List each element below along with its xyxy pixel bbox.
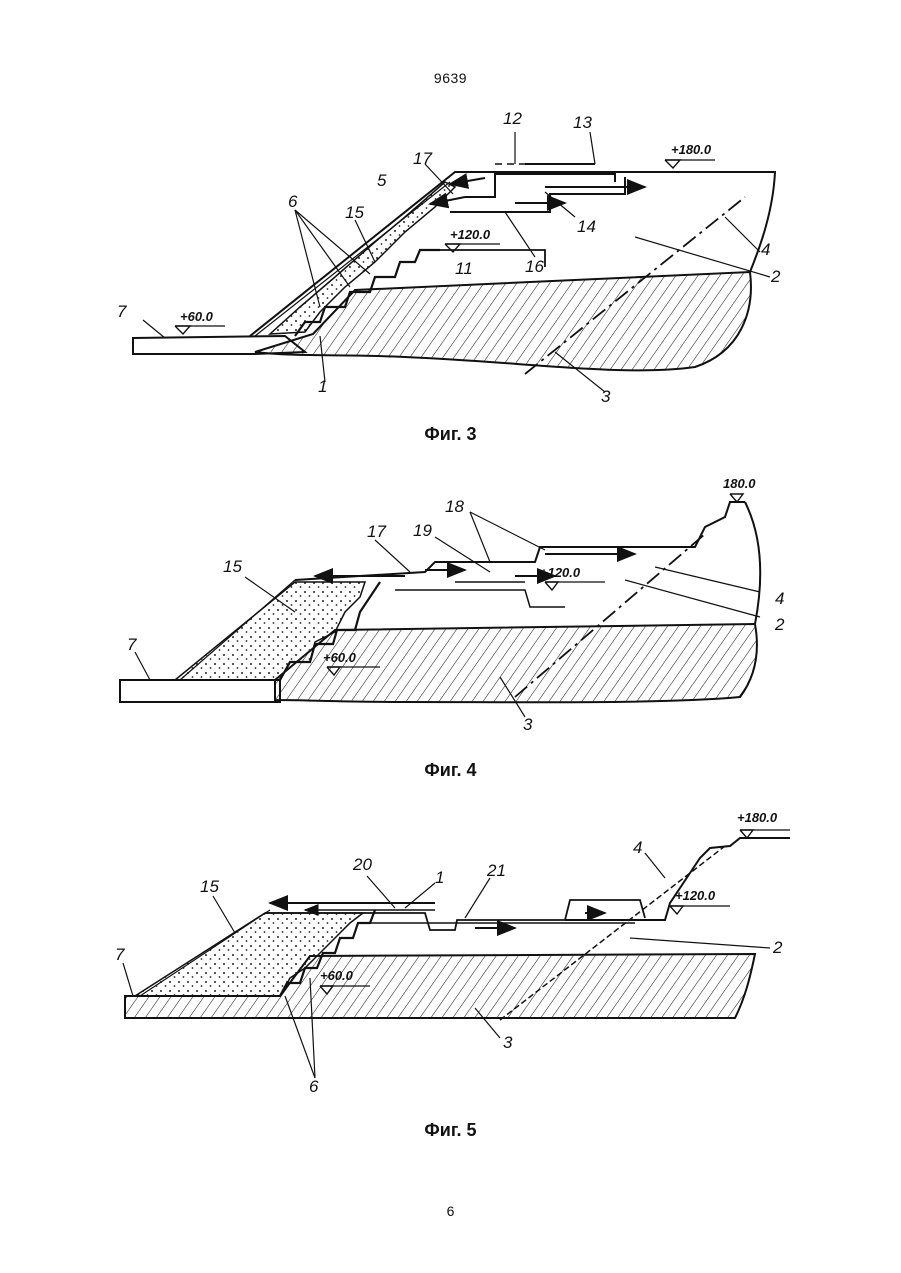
label-20: 20 — [352, 855, 372, 874]
label-2: 2 — [772, 938, 783, 957]
label-14: 14 — [577, 217, 596, 236]
label-4: 4 — [775, 589, 784, 608]
elevation-mark: +60.0 — [320, 968, 354, 983]
label-2: 2 — [770, 267, 781, 286]
figure-4-diagram: 7 15 17 19 18 4 2 3 180.0 +120.0 +60.0 — [105, 472, 795, 752]
figure-4-caption: Фиг. 4 — [0, 760, 901, 781]
elevation-mark: +120.0 — [540, 565, 581, 580]
elevation-mark: +180.0 — [671, 142, 712, 157]
label-15: 15 — [345, 203, 364, 222]
figure-3-diagram: 7 6 15 5 17 12 13 14 16 11 4 2 3 1 +180.… — [105, 102, 795, 420]
label-4: 4 — [761, 240, 770, 259]
label-17: 17 — [413, 149, 432, 168]
label-17: 17 — [367, 522, 386, 541]
label-1: 1 — [318, 377, 327, 396]
elevation-mark: +120.0 — [450, 227, 491, 242]
label-18: 18 — [445, 497, 464, 516]
label-4: 4 — [633, 838, 642, 857]
label-5: 5 — [377, 171, 387, 190]
elevation-mark: +180.0 — [737, 810, 778, 825]
page-number: 6 — [0, 1203, 901, 1219]
label-15: 15 — [200, 877, 219, 896]
label-2: 2 — [774, 615, 785, 634]
label-11: 11 — [455, 259, 473, 278]
elevation-mark: +60.0 — [323, 650, 357, 665]
label-3: 3 — [523, 715, 533, 734]
document-number: 9639 — [0, 70, 901, 86]
label-7: 7 — [115, 945, 125, 964]
label-3: 3 — [503, 1033, 513, 1052]
label-7: 7 — [127, 635, 137, 654]
label-3: 3 — [601, 387, 611, 406]
label-16: 16 — [525, 257, 544, 276]
label-7: 7 — [117, 302, 127, 321]
label-6: 6 — [288, 192, 298, 211]
label-6: 6 — [309, 1077, 319, 1096]
figure-5-caption: Фиг. 5 — [0, 1120, 901, 1141]
figure-3-caption: Фиг. 3 — [0, 424, 901, 445]
label-1: 1 — [435, 868, 444, 887]
elevation-mark: 180.0 — [723, 476, 756, 491]
elevation-mark: +60.0 — [180, 309, 214, 324]
label-12: 12 — [503, 109, 522, 128]
label-21: 21 — [486, 861, 506, 880]
elevation-mark: +120.0 — [675, 888, 716, 903]
label-13: 13 — [573, 113, 592, 132]
label-15: 15 — [223, 557, 242, 576]
label-19: 19 — [413, 521, 432, 540]
figure-5-diagram: 7 15 20 1 21 4 2 3 6 +180.0 +120.0 +60.0 — [105, 808, 795, 1113]
